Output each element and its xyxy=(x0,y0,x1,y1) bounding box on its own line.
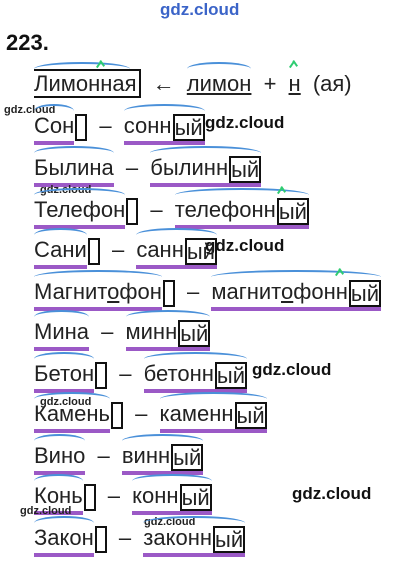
zero-ending-box xyxy=(75,113,88,141)
header-ending: (ая) xyxy=(312,71,352,96)
zero-ending-box xyxy=(162,279,175,307)
zero-ending-box xyxy=(111,401,124,429)
watermark-big-1: gdz.cloud xyxy=(205,113,285,132)
zero-ending-box xyxy=(126,197,139,225)
watermark-big-3: gdz.cloud xyxy=(252,360,332,379)
header-suffix: н xyxy=(289,68,301,100)
header-row: Лимонная ← лимон + н (ая) xyxy=(34,62,352,100)
watermark-big-4: gdz.cloud xyxy=(292,484,372,503)
watermark-small-4: gdz.cloud xyxy=(20,505,72,517)
zero-ending-box xyxy=(94,525,107,553)
header-arrow: ← xyxy=(152,71,175,96)
header-plus: + xyxy=(263,71,277,96)
header-base: лимон xyxy=(186,62,252,100)
exercise-number: 223. xyxy=(6,30,49,55)
watermark-top: gdz.cloud xyxy=(160,0,240,19)
zero-ending-box xyxy=(83,483,96,511)
zero-ending-box xyxy=(95,361,108,389)
header-word: Лимонная xyxy=(34,62,141,100)
zero-ending-box xyxy=(87,237,100,265)
watermark-big-2: gdz.cloud xyxy=(205,236,285,255)
